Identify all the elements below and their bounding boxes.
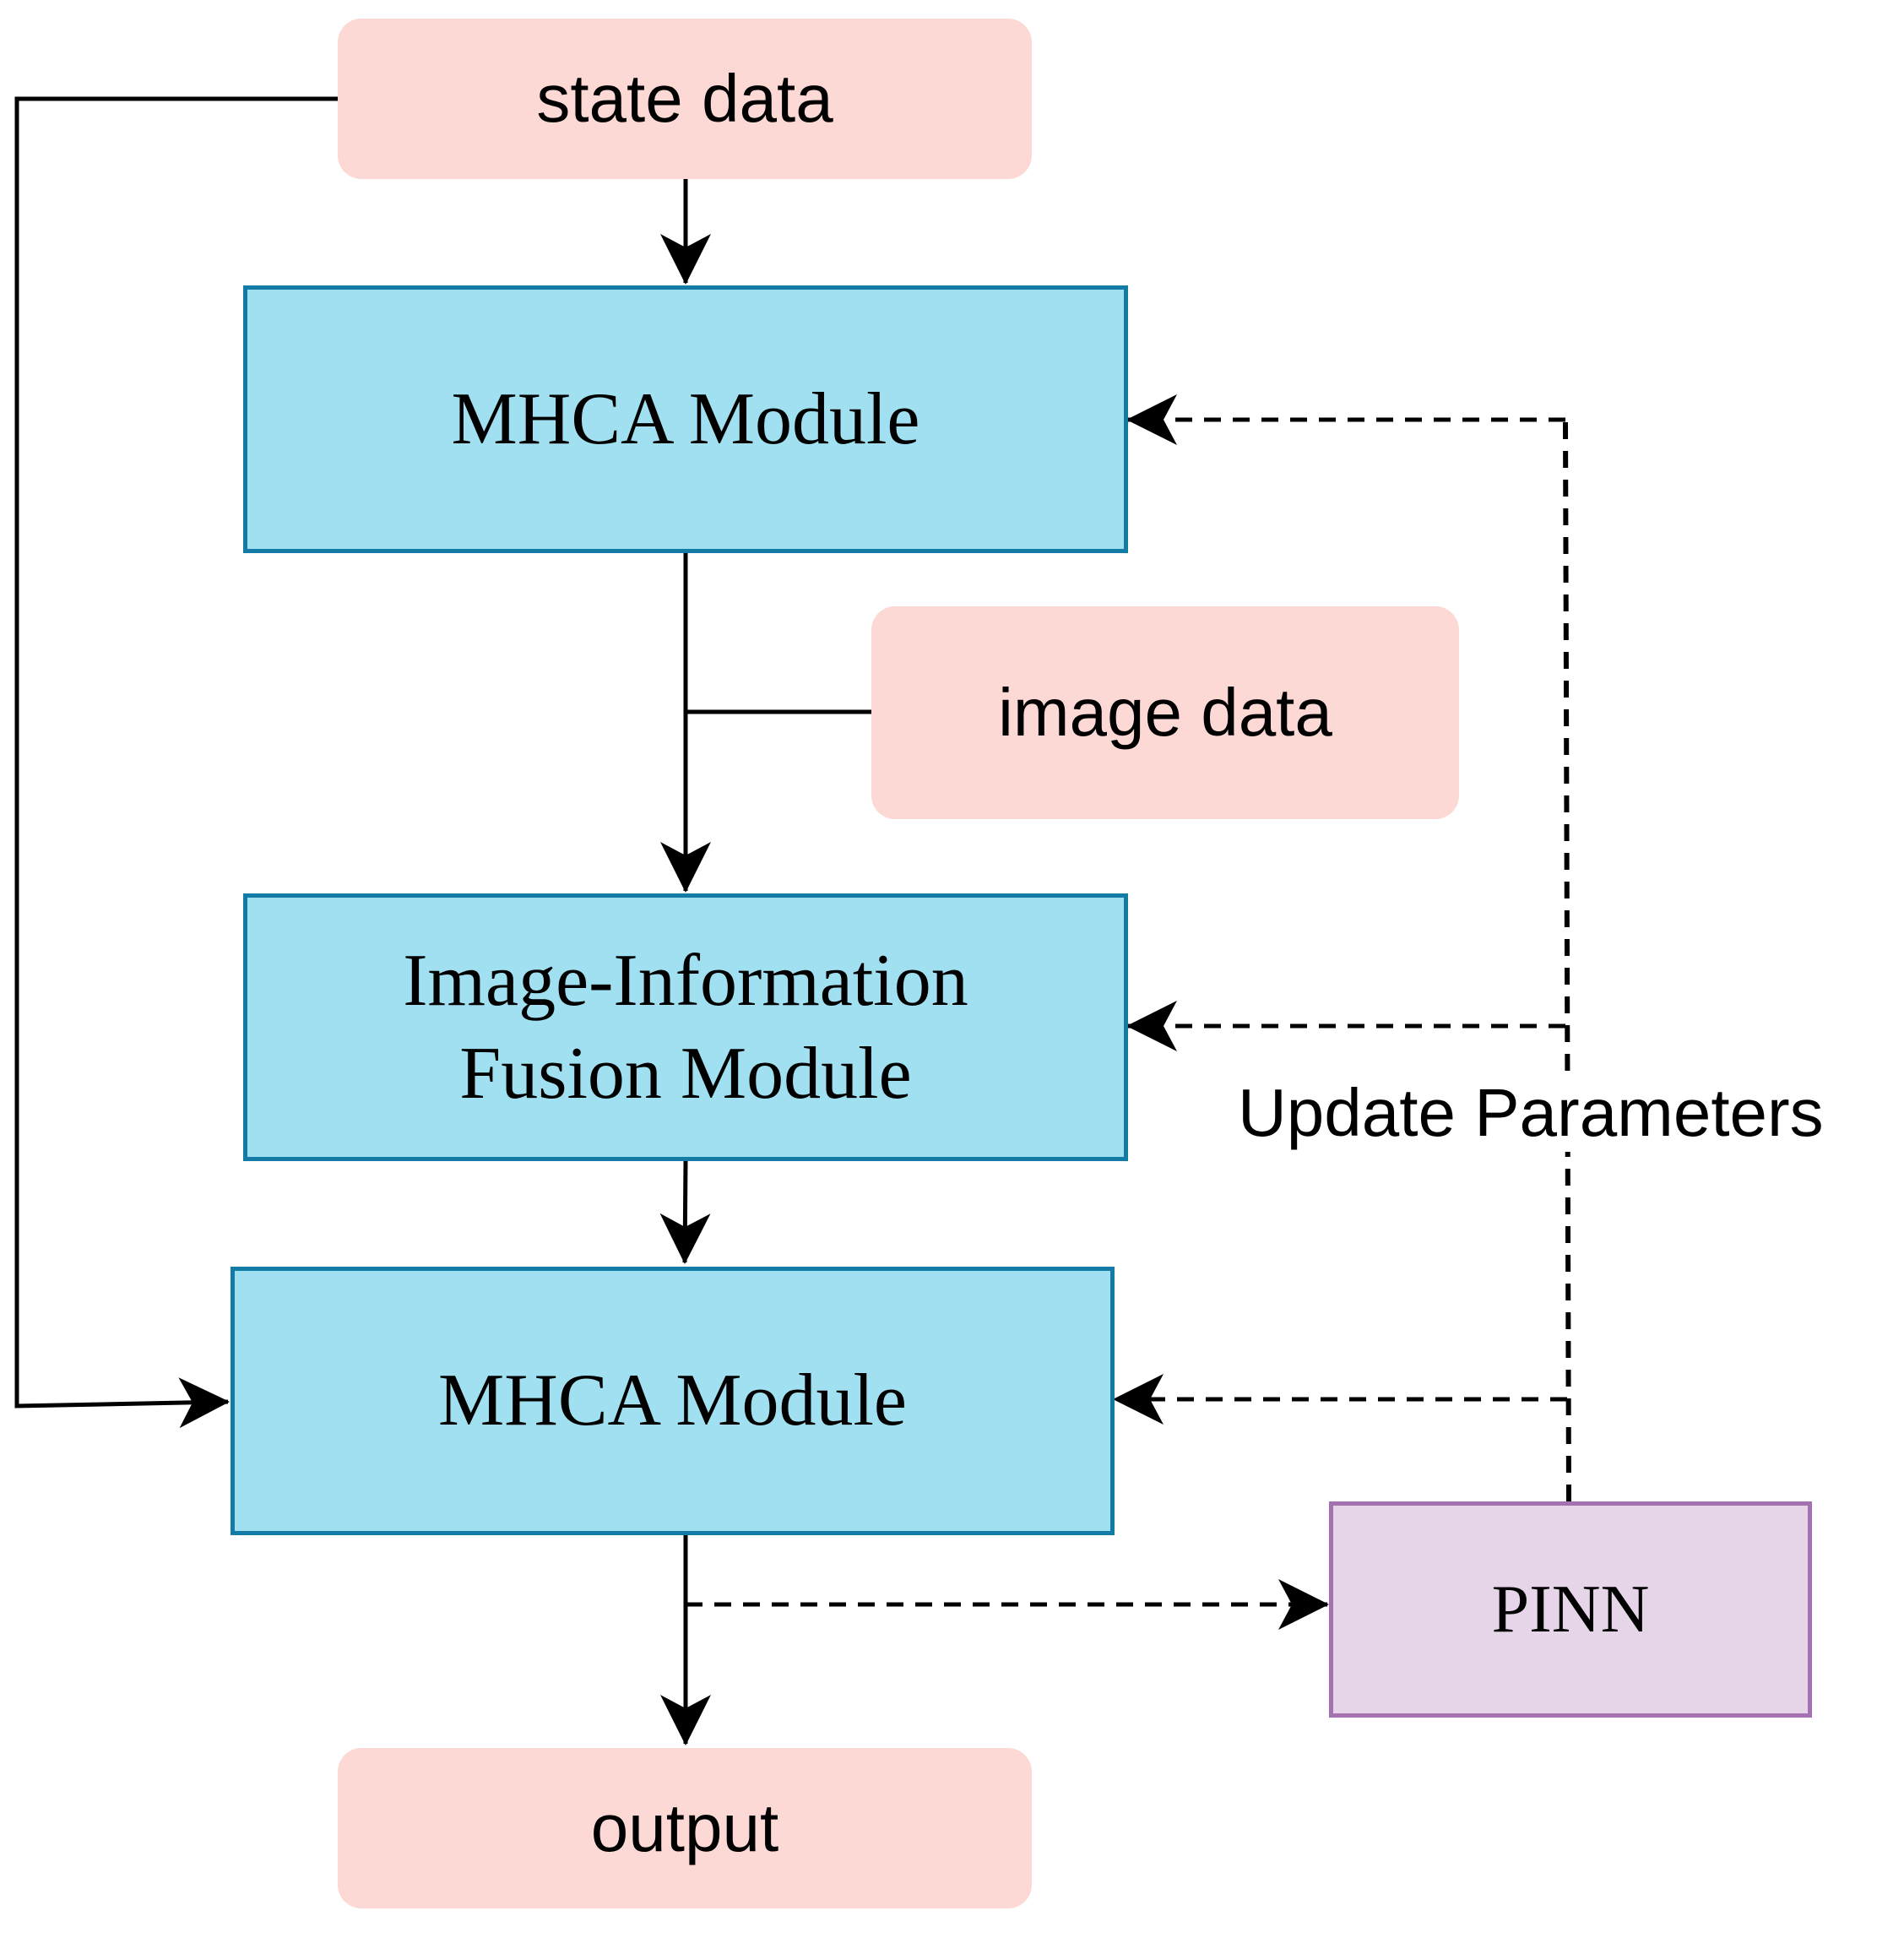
fusion-module-label-line2: Fusion Module bbox=[459, 1032, 912, 1115]
state-data-node: state data bbox=[338, 19, 1032, 179]
fusion-module-label-line1: Image-Information bbox=[403, 939, 968, 1022]
image-data-label: image data bbox=[998, 675, 1332, 750]
state-data-label: state data bbox=[536, 61, 833, 136]
image-data-node: image data bbox=[871, 606, 1459, 819]
mhca-module-top-label: MHCA Module bbox=[451, 377, 920, 460]
edge-fusion-to-mhca2 bbox=[659, 1160, 711, 1264]
edge-update-vertical bbox=[1563, 419, 1571, 1502]
pinn-node: PINN bbox=[1329, 1501, 1812, 1718]
mhca-module-bottom-label: MHCA Module bbox=[438, 1360, 907, 1441]
mhca-module-top: MHCA Module bbox=[243, 285, 1128, 553]
output-label: output bbox=[590, 1790, 779, 1865]
update-parameters-label: Update Parameters bbox=[1233, 1074, 1829, 1152]
mhca-module-bottom: MHCA Module bbox=[231, 1267, 1115, 1535]
fusion-module: Image-Information Fusion Module bbox=[243, 893, 1128, 1161]
edge-state-skip-to-mhca2 bbox=[14, 96, 338, 1429]
pinn-label: PINN bbox=[1491, 1572, 1650, 1647]
output-node: output bbox=[338, 1748, 1032, 1908]
